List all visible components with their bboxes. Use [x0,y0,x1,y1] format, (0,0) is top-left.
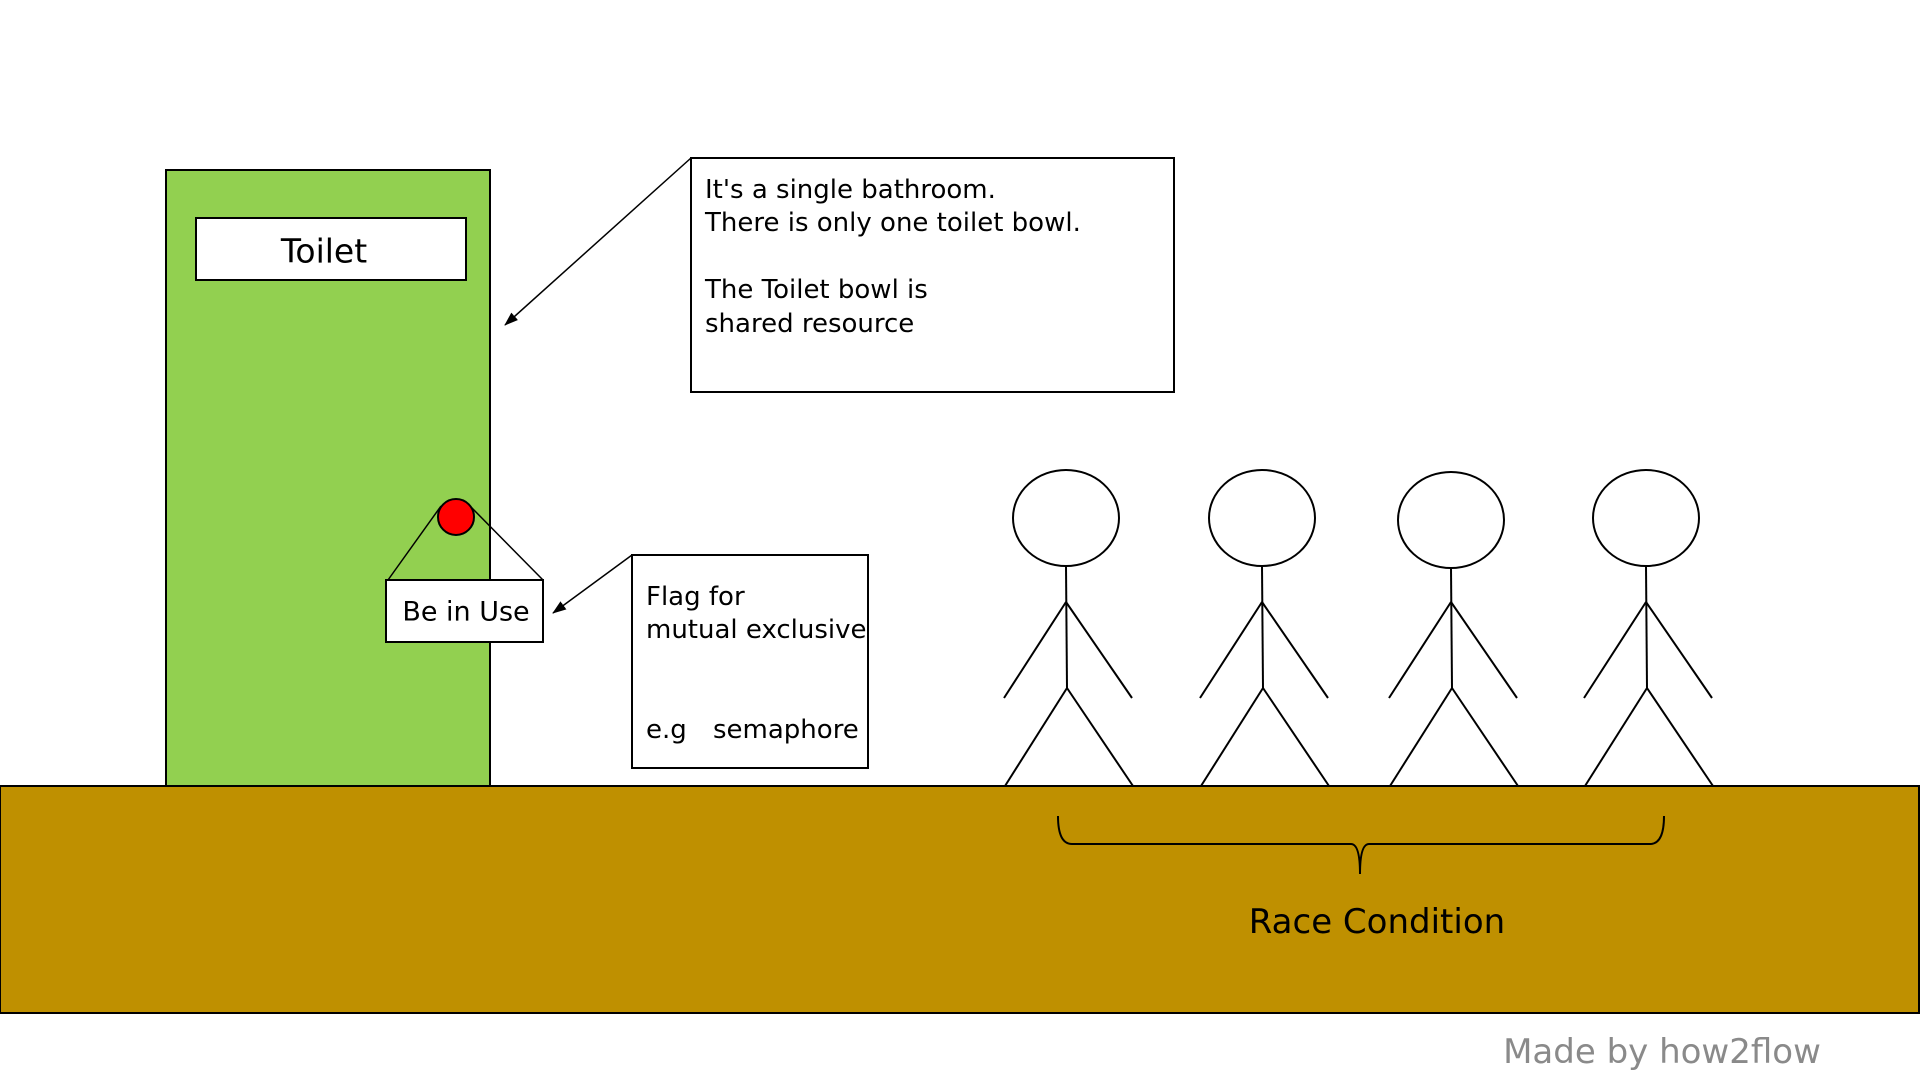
stick-figure-1 [1003,469,1134,787]
stick-figure-leg-left [1584,687,1648,787]
stick-figure-body [1645,565,1648,689]
bathroom-callout-line-1: It's a single bathroom. [705,175,996,205]
stick-figure-arm-right [1645,601,1713,699]
stick-figure-2 [1199,469,1330,787]
stick-figure-leg-left [1389,687,1453,787]
stick-figure-leg-left [1200,687,1264,787]
bathroom-callout-line-4: shared resource [705,309,914,339]
toilet-sign-label: Toilet [280,232,367,271]
bathroom-callout-line-2: There is only one toilet bowl. [704,208,1081,238]
toilet-sign: Toilet [195,217,467,281]
stick-figure-leg-right [1451,687,1519,787]
stick-figure-head [1208,469,1316,567]
flag-note-callout: Flag for mutual exclusive e.g semaphore [631,554,869,769]
stick-figure-arm-right [1065,601,1133,699]
bathroom-callout-line-3: The Toilet bowl is [704,275,928,305]
flag-string-left [387,505,442,581]
floor [0,785,1920,1014]
stick-figure-arm-right [1450,601,1518,699]
stick-figure-arm-left [1003,601,1067,699]
flag-note-line-1: Flag for [646,582,745,612]
flag-note-arrow [552,554,633,614]
stick-figure-4 [1583,469,1714,787]
race-condition-brace [1057,815,1665,875]
bathroom-callout: It's a single bathroom. There is only on… [690,157,1175,393]
credit-text: Made by how2flow [1503,1032,1821,1072]
stick-figure-arm-left [1199,601,1263,699]
in-use-flag: Be in Use [385,498,544,643]
bathroom-callout-arrow [504,157,692,326]
stick-figure-body [1450,567,1453,689]
stick-figure-3 [1388,471,1519,787]
stick-figure-head [1012,469,1120,567]
flag-note-line-3: e.g [646,715,687,745]
flag-note-line-4: semaphore [713,715,859,745]
stick-figure-body [1065,565,1068,689]
stick-figure-arm-left [1388,601,1452,699]
flag-note-line-2: mutual exclusive [646,615,867,645]
stick-figure-leg-left [1004,687,1068,787]
stick-figure-arm-left [1583,601,1647,699]
flag-label: Be in Use [402,597,529,628]
stick-figure-arm-right [1261,601,1329,699]
stick-figure-leg-right [1262,687,1330,787]
stick-figure-leg-right [1066,687,1134,787]
flag-hook-dot [437,498,475,536]
stick-figure-head [1592,469,1700,567]
stick-figure-head [1397,471,1505,569]
flag-string-right [469,505,544,581]
flag-sign [385,579,544,643]
stick-figure-body [1261,565,1264,689]
race-condition-label: Race Condition [1249,902,1505,942]
stick-figure-leg-right [1646,687,1714,787]
